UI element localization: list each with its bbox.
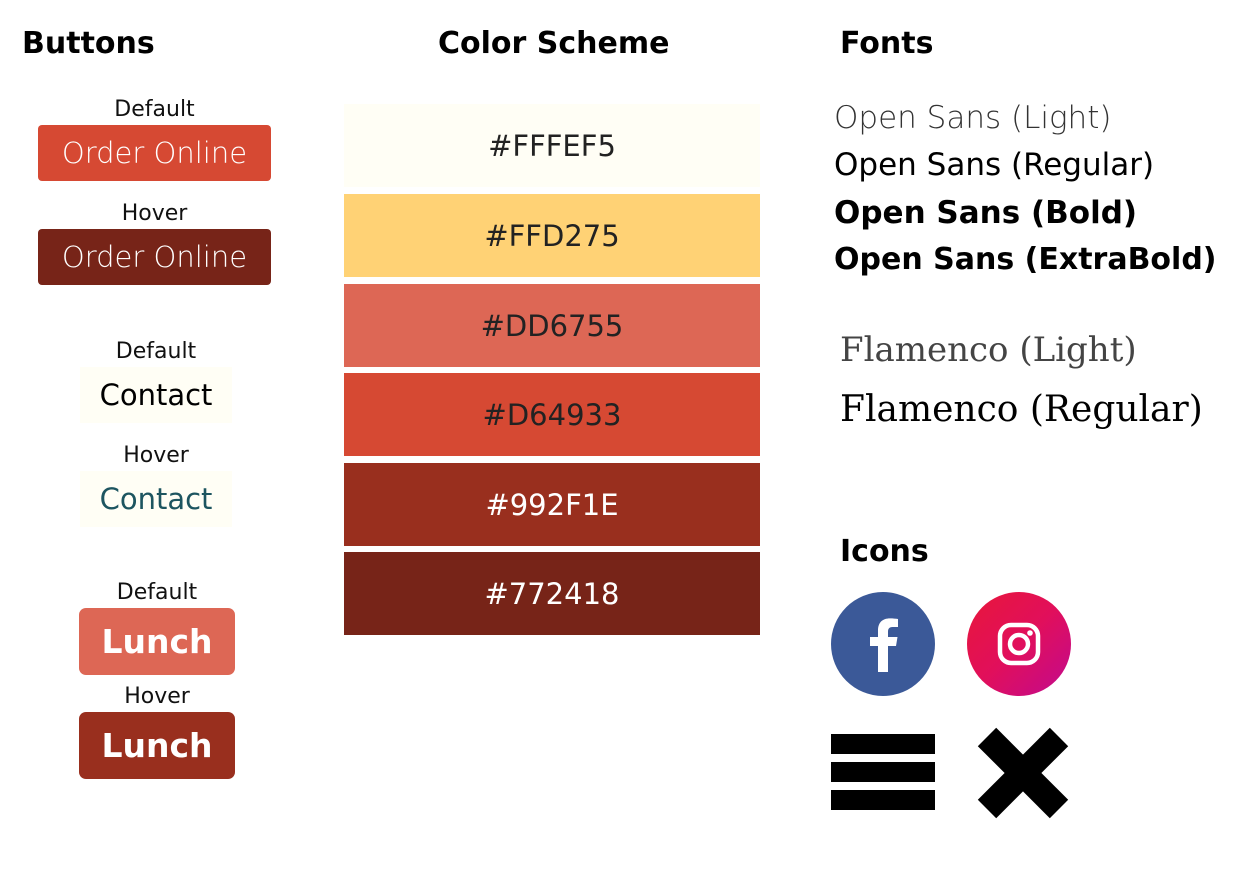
buttons-heading: Buttons [22,26,155,61]
facebook-icon[interactable] [831,592,935,696]
font-sample-open-sans-bold: Open Sans (Bold) [834,195,1138,231]
contact-hover-label: Hover [123,443,189,468]
contact-button-hover[interactable]: Contact [80,471,232,527]
fonts-heading: Fonts [840,26,934,61]
contact-default-label: Default [115,339,197,364]
icons-heading: Icons [840,534,929,569]
hamburger-menu-glyph [831,734,935,810]
order-hover-label: Hover [121,201,188,226]
color-swatch-dd6755: #DD6755 [344,284,760,367]
facebook-f-glyph [870,618,898,672]
contact-button-default[interactable]: Contact [80,367,232,423]
font-sample-open-sans-regular: Open Sans (Regular) [834,147,1155,183]
color-swatch-d64933: #D64933 [344,373,760,456]
color-scheme-heading: Color Scheme [438,26,670,61]
font-sample-flamenco-light: Flamenco (Light) [840,330,1137,370]
color-swatch-fffef5: #FFFEF5 [344,104,760,187]
close-x-glyph [977,727,1069,819]
hamburger-menu-icon[interactable] [831,734,935,810]
order-default-label: Default [114,97,195,122]
instagram-icon[interactable] [967,592,1071,696]
color-swatch-992f1e: #992F1E [344,463,760,546]
close-x-icon[interactable] [975,725,1071,821]
color-swatch-772418: #772418 [344,552,760,635]
lunch-hover-label: Hover [124,684,190,709]
font-sample-open-sans-extrabold: Open Sans (ExtraBold) [834,242,1217,277]
order-online-button-default[interactable]: Order Online [38,125,271,181]
font-sample-flamenco-regular: Flamenco (Regular) [840,389,1203,430]
font-sample-open-sans-light: Open Sans (Light) [834,100,1112,136]
lunch-button-hover[interactable]: Lunch [79,712,235,779]
order-online-button-hover[interactable]: Order Online [38,229,271,285]
lunch-default-label: Default [116,580,198,605]
color-swatch-ffd275: #FFD275 [344,194,760,277]
lunch-button-default[interactable]: Lunch [79,608,235,675]
instagram-glyph [997,622,1041,666]
